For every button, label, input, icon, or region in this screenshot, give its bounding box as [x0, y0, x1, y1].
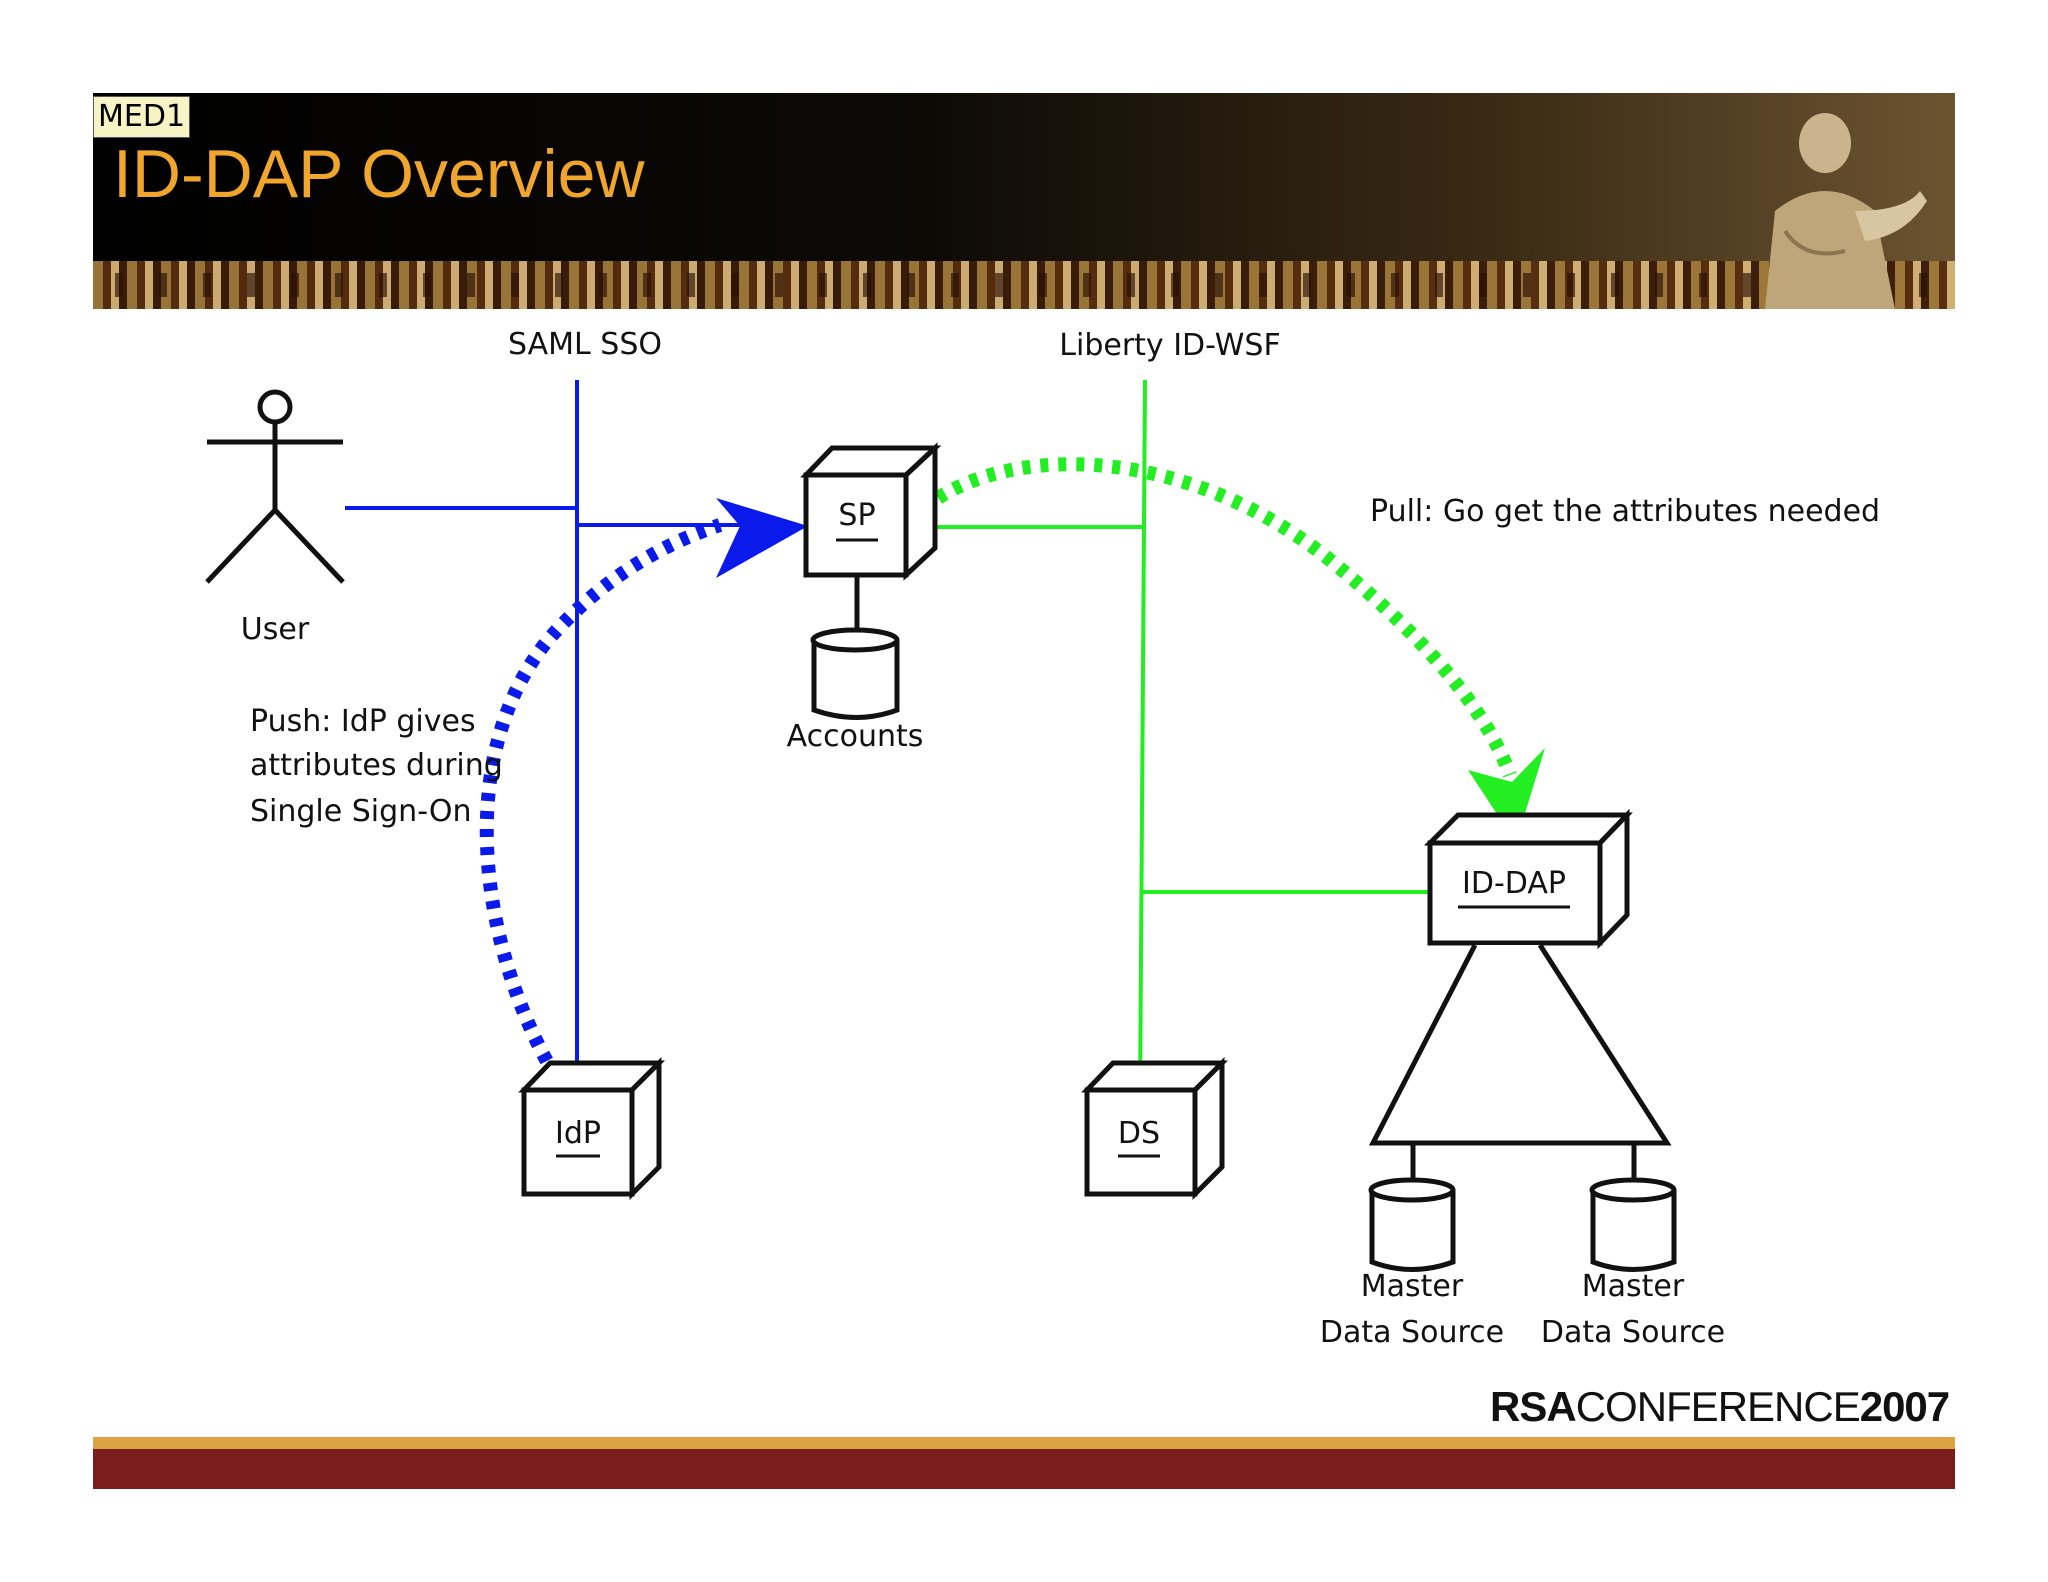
user-label: User — [241, 612, 310, 647]
logo-year-text: 2007 — [1859, 1383, 1950, 1430]
push-annotation-line1: Push: IdP gives — [250, 704, 476, 739]
footer-gold-band — [93, 1437, 1955, 1449]
saml-to-sp-arrowhead — [716, 498, 808, 578]
aggregation-triangle — [1368, 943, 1672, 1146]
master2-label-line1: Master — [1582, 1269, 1685, 1304]
push-annotation-line3: Single Sign-On — [250, 794, 471, 829]
pull-annotation: Pull: Go get the attributes needed — [1370, 494, 1880, 529]
push-arc — [479, 518, 723, 1096]
statue-image — [1765, 113, 1927, 309]
master-db-2-icon — [1589, 1177, 1677, 1272]
logo-conference-text: CONFERENCE — [1575, 1383, 1861, 1430]
user-actor-icon — [205, 389, 345, 584]
sp-label: SP — [838, 498, 875, 533]
idp-label: IdP — [555, 1116, 601, 1151]
sp-node-icon — [800, 442, 942, 581]
master1-label-line2: Data Source — [1320, 1315, 1504, 1350]
iddap-node-icon — [1423, 808, 1633, 950]
rsa-conference-logo: RSACONFERENCE2007 — [1490, 1383, 1950, 1431]
ornament-pattern — [93, 273, 1955, 297]
pull-arrowhead — [1468, 748, 1545, 843]
accounts-db-icon — [810, 627, 900, 720]
footer-red-band — [93, 1449, 1955, 1489]
liberty-label: Liberty ID-WSF — [1059, 328, 1280, 363]
header-banner — [93, 93, 1955, 309]
master-db-1-icon — [1368, 1177, 1456, 1272]
iddap-label: ID-DAP — [1462, 866, 1566, 901]
idp-node-icon — [518, 1056, 666, 1201]
slide-badge: MED1 — [93, 96, 191, 138]
slide-title: ID-DAP Overview — [113, 136, 645, 212]
ds-label: DS — [1118, 1116, 1160, 1151]
liberty-bus-line — [1138, 379, 1147, 1101]
accounts-label: Accounts — [787, 719, 924, 754]
saml-sso-label: SAML SSO — [508, 327, 662, 362]
push-annotation-line2: attributes during — [250, 748, 503, 783]
master1-label-line1: Master — [1361, 1269, 1464, 1304]
master2-label-line2: Data Source — [1541, 1315, 1725, 1350]
ds-node-icon — [1081, 1056, 1229, 1201]
logo-rsa-text: RSA — [1490, 1383, 1577, 1430]
